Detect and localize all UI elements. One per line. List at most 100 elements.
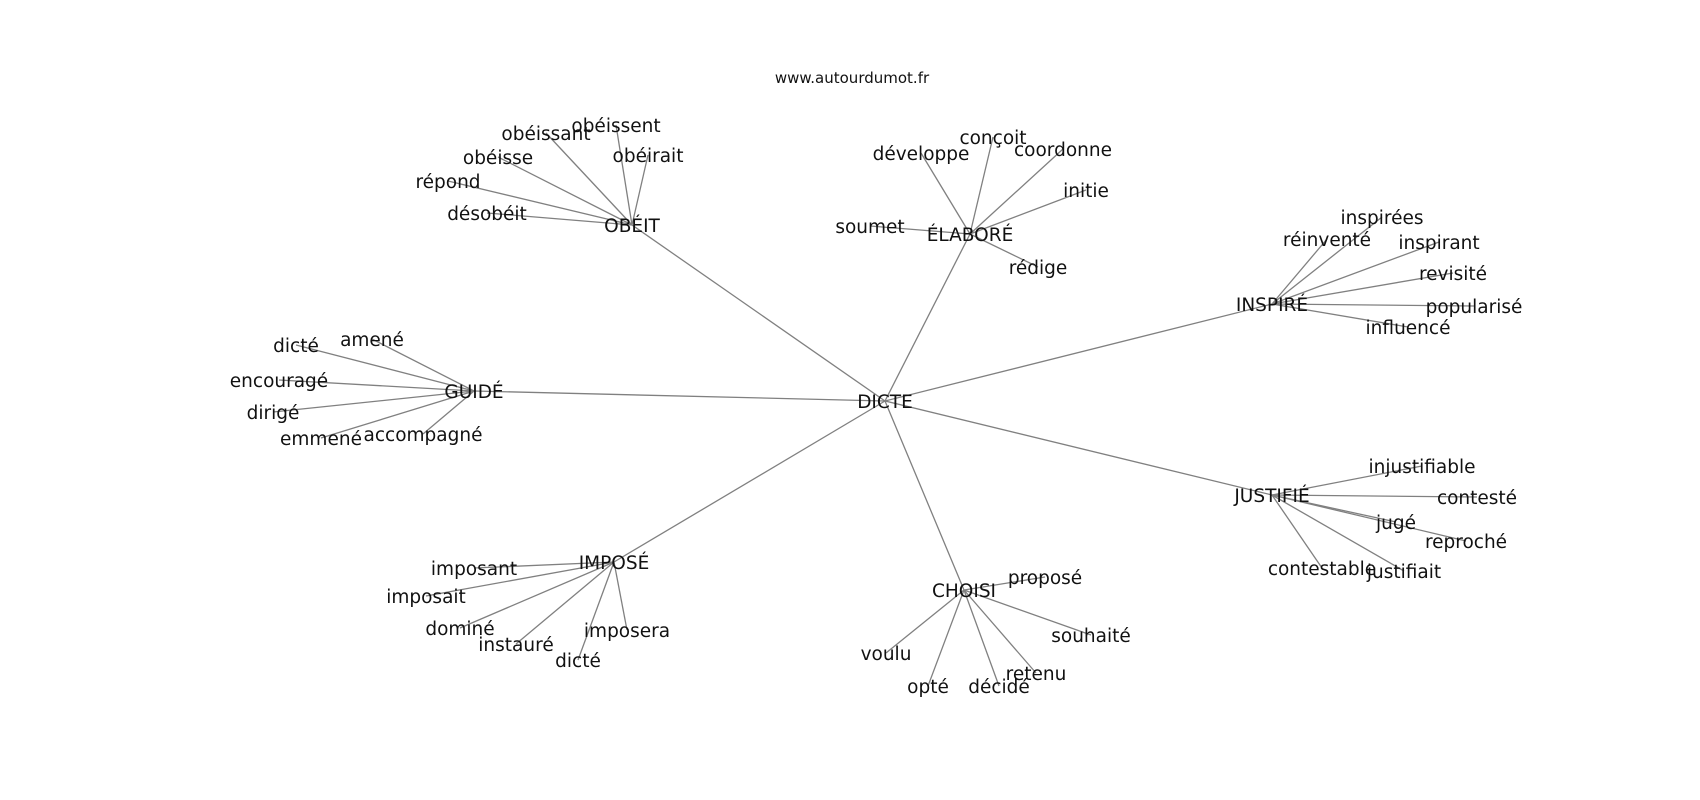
edge-leaf-5-2 [459, 561, 615, 629]
edge-leaf-0-5 [486, 212, 633, 226]
edge-leaf-3-3 [272, 390, 475, 413]
edge-leaf-1-1 [920, 152, 971, 235]
leaf-node[interactable]: initie [1063, 181, 1109, 202]
leaf-node[interactable]: désobéit [447, 204, 527, 225]
edge-leaf-1-5 [969, 233, 1039, 268]
edge-center-1 [884, 233, 971, 402]
hub-node[interactable]: GUIDÉ [444, 381, 503, 403]
hub-node[interactable]: INSPIRÉ [1236, 294, 1308, 316]
edge-leaf-5-3 [515, 561, 615, 645]
leaf-node[interactable]: obéissent [571, 116, 660, 137]
edge-leaf-1-4 [869, 225, 971, 235]
edge-leaf-0-4 [447, 180, 633, 226]
edge-leaf-4-4 [1271, 494, 1323, 569]
leaf-node[interactable]: proposé [1008, 568, 1082, 589]
leaf-node[interactable]: dominé [425, 619, 494, 640]
edge-center-4 [884, 400, 1273, 496]
edge-leaf-6-0 [963, 576, 1046, 591]
center-node[interactable]: DICTE [857, 392, 913, 413]
edge-leaf-3-0 [371, 338, 475, 392]
leaf-node[interactable]: dicté [273, 336, 319, 357]
leaf-node[interactable]: inspirées [1341, 208, 1424, 229]
leaf-node[interactable]: obéirait [613, 146, 684, 167]
edge-leaf-2-5 [1271, 303, 1409, 328]
edge-leaf-1-2 [969, 148, 1064, 235]
edge-leaf-6-2 [885, 589, 965, 654]
edge-leaf-1-0 [969, 136, 994, 235]
leaf-node[interactable]: revisité [1419, 264, 1487, 285]
leaf-node[interactable]: soumet [835, 217, 904, 238]
leaf-node[interactable]: opté [907, 677, 949, 698]
edges-layer [272, 124, 1478, 687]
edge-leaf-5-0 [473, 561, 615, 569]
edge-leaf-2-0 [1271, 216, 1383, 305]
edge-leaf-6-5 [963, 589, 1000, 687]
leaf-node[interactable]: jugé [1375, 513, 1416, 534]
edge-leaf-5-5 [613, 561, 628, 631]
leaf-node[interactable]: répond [415, 172, 480, 193]
hub-node[interactable]: CHOISI [932, 581, 996, 602]
edge-leaf-0-0 [615, 124, 633, 226]
leaf-node[interactable]: contestable [1268, 559, 1376, 580]
leaf-node[interactable]: développe [873, 144, 970, 165]
leaf-node[interactable]: injustifiable [1368, 457, 1475, 478]
leaf-node[interactable]: obéissant [501, 124, 590, 145]
edge-leaf-5-4 [577, 561, 615, 661]
edge-leaf-0-2 [631, 154, 649, 226]
leaf-node[interactable]: amené [340, 330, 404, 351]
edge-leaf-3-1 [295, 344, 475, 392]
edge-leaf-2-2 [1271, 241, 1440, 305]
leaf-node[interactable]: popularisé [1426, 297, 1523, 318]
leaf-node[interactable]: influencé [1366, 318, 1451, 339]
leaf-node[interactable]: inspirant [1398, 233, 1479, 254]
leaf-node[interactable]: dirigé [247, 403, 300, 424]
edge-leaf-0-1 [545, 132, 633, 226]
leaf-node[interactable]: emmené [280, 429, 362, 450]
leaf-node[interactable]: retenu [1006, 664, 1067, 685]
edge-leaf-5-1 [425, 561, 615, 597]
leaf-node[interactable]: justifiait [1366, 562, 1441, 583]
leaf-node[interactable]: obéisse [463, 148, 533, 169]
leaf-node[interactable]: imposera [584, 621, 670, 642]
edge-center-0 [631, 224, 886, 402]
leaf-node[interactable]: imposant [431, 559, 517, 580]
leaf-node[interactable]: accompagné [364, 425, 483, 446]
edge-leaf-2-4 [1271, 303, 1475, 307]
edge-leaf-3-5 [422, 390, 475, 435]
leaf-node[interactable]: instauré [478, 635, 553, 656]
leaf-node[interactable]: dicté [555, 651, 601, 672]
edge-leaf-4-5 [1271, 494, 1405, 572]
edge-leaf-3-2 [278, 379, 475, 392]
hub-node[interactable]: ÉLABORÉ [927, 224, 1014, 246]
hub-node[interactable]: IMPOSÉ [579, 552, 650, 574]
leaf-node[interactable]: souhaité [1051, 626, 1131, 647]
edge-center-3 [473, 390, 886, 402]
edge-leaf-4-1 [1271, 494, 1478, 498]
leaf-node[interactable]: imposait [386, 587, 466, 608]
edge-leaf-4-0 [1271, 465, 1423, 496]
site-url[interactable]: www.autourdumot.fr [775, 69, 930, 87]
leaf-node[interactable]: encouragé [230, 371, 328, 392]
edge-leaf-6-1 [963, 589, 1092, 636]
leaf-node[interactable]: décidé [968, 677, 1030, 698]
edge-leaf-6-3 [963, 589, 1037, 674]
edge-center-5 [613, 400, 886, 563]
edge-center-6 [884, 400, 965, 591]
hub-node[interactable]: JUSTIFIÉ [1233, 485, 1309, 507]
leaf-node[interactable]: rédige [1009, 258, 1068, 279]
edge-leaf-6-4 [927, 589, 965, 687]
leaf-node[interactable]: réinventé [1283, 230, 1371, 251]
leaf-node[interactable]: reproché [1425, 532, 1507, 553]
edge-leaf-2-3 [1271, 272, 1454, 305]
edge-center-2 [884, 303, 1273, 402]
leaf-node[interactable]: conçoit [959, 128, 1026, 149]
edge-leaf-3-4 [320, 390, 475, 439]
edge-leaf-2-1 [1271, 238, 1328, 305]
leaf-node[interactable]: coordonne [1014, 140, 1112, 161]
hub-node[interactable]: OBÉIT [604, 215, 660, 237]
leaf-node[interactable]: contesté [1437, 488, 1517, 509]
edge-leaf-0-3 [497, 156, 633, 226]
leaf-node[interactable]: voulu [861, 644, 912, 665]
